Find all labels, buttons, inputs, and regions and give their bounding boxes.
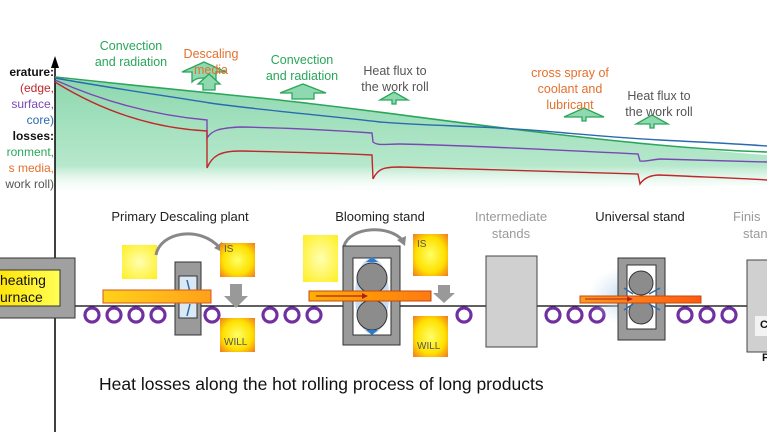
finishing-stand-label: Finis stan: [733, 208, 767, 242]
roller: [261, 306, 279, 324]
legend-losses-label: losses:: [12, 129, 54, 143]
legend-surface: surface,: [11, 97, 54, 111]
finishing-stand: [746, 259, 767, 353]
legend-core: core): [26, 113, 54, 127]
annotation-line: Convection: [270, 53, 334, 67]
annotation-heat-flux-2: Heat flux to the work roll: [622, 88, 696, 120]
finishing-inner-box: [755, 316, 767, 336]
axis-arrow-icon: [51, 56, 59, 68]
roller: [455, 306, 473, 324]
is-box-2: [413, 234, 448, 276]
roller: [698, 306, 716, 324]
loss-arrow-icon: [563, 107, 605, 122]
edge-temperature-curve: [54, 81, 767, 186]
label-line: Finis: [733, 209, 761, 224]
upper-work-roll: [356, 262, 388, 294]
annotation-line: coolant and: [537, 82, 603, 96]
annotation-line: media: [193, 63, 229, 77]
roller: [105, 306, 123, 324]
annotation-line: cross spray of: [531, 66, 609, 80]
annotation-line: Descaling: [183, 47, 239, 61]
annotation-convection-2: Convection and radiation: [262, 52, 342, 84]
annotation-cross-spray: cross spray of coolant and lubricant: [524, 65, 616, 113]
universal-upper-roll: [628, 270, 654, 296]
legend-temperature-label: erature:: [9, 65, 54, 79]
roller: [676, 306, 694, 324]
annotation-descaling-media: Descaling media: [180, 46, 242, 78]
down-arrow-icon: [433, 285, 455, 303]
roller: [203, 306, 221, 324]
is-box-1: [220, 243, 255, 277]
roller: [305, 306, 323, 324]
legend-edge: (edge,: [19, 81, 54, 95]
annotation-line: Heat flux to: [363, 64, 427, 78]
annotation-convection-1: Convection and radiation: [92, 38, 170, 70]
annotation-line: and radiation: [265, 69, 339, 83]
workpiece-descaling: [102, 289, 212, 304]
billet-before-is: [122, 245, 157, 279]
will-label-2: WILL: [417, 341, 441, 352]
legend-environment: ronment,: [6, 145, 54, 159]
is-label-2: IS: [417, 239, 427, 250]
annotation-line: Heat flux to: [627, 89, 691, 103]
roller: [544, 306, 562, 324]
universal-stand-label: Universal stand: [595, 209, 685, 224]
annotation-line: Convection: [99, 39, 163, 53]
blooming-stand-label: Blooming stand: [335, 209, 425, 224]
annotation-line: the work roll: [361, 80, 429, 94]
finishing-below-label: P: [762, 352, 767, 364]
lower-work-roll: [356, 299, 388, 331]
roller: [83, 306, 101, 324]
intermediate-stand: [485, 255, 538, 348]
finishing-inner-label: C: [760, 319, 767, 331]
loss-arrow-icon: [196, 73, 222, 91]
furnace-chamber: [0, 269, 61, 307]
legend-media: s media,: [8, 161, 54, 175]
loss-arrow-icon: [633, 114, 671, 129]
loss-arrow-icon: [377, 91, 411, 105]
label-line: stan: [743, 226, 767, 241]
workpiece-blooming: [308, 290, 432, 302]
furnace-label-line: heating: [0, 272, 46, 288]
rotate-arrow-icon: [342, 228, 404, 247]
workpiece-universal: [579, 295, 702, 304]
label-line: stands: [491, 226, 531, 241]
annotation-line: the work roll: [625, 105, 693, 119]
core-temperature-curve: [54, 77, 767, 147]
intermediate-stands-label: Intermediate stands: [466, 208, 556, 242]
down-arrow-icon: [224, 284, 248, 308]
rotate-arrow-icon: [154, 232, 222, 256]
billet-before-blooming: [303, 235, 338, 282]
annotation-line: lubricant: [546, 98, 594, 112]
roller: [283, 306, 301, 324]
label-line: Intermediate: [474, 209, 548, 224]
annotation-heat-flux-1: Heat flux to the work roll: [358, 63, 432, 95]
roller: [149, 306, 167, 324]
furnace-label: heating urnace: [0, 272, 46, 306]
diagram-caption: Heat losses along the hot rolling proces…: [99, 374, 544, 394]
legend-work-roll: work roll): [5, 177, 54, 191]
will-box-1: [220, 318, 255, 352]
roller: [566, 306, 584, 324]
will-label-1: WILL: [224, 337, 248, 348]
furnace-label-line: urnace: [0, 289, 43, 305]
primary-descaling-label: Primary Descaling plant: [111, 209, 249, 224]
roller: [720, 306, 738, 324]
heat-loss-area: [55, 78, 767, 195]
is-label-1: IS: [224, 244, 234, 255]
roller: [127, 306, 145, 324]
loss-arrow-icon: [279, 83, 327, 100]
annotation-line: and radiation: [94, 55, 168, 69]
environment-loss-curve: [54, 76, 767, 153]
surface-temperature-curve: [54, 79, 767, 163]
will-box-2: [413, 316, 448, 357]
